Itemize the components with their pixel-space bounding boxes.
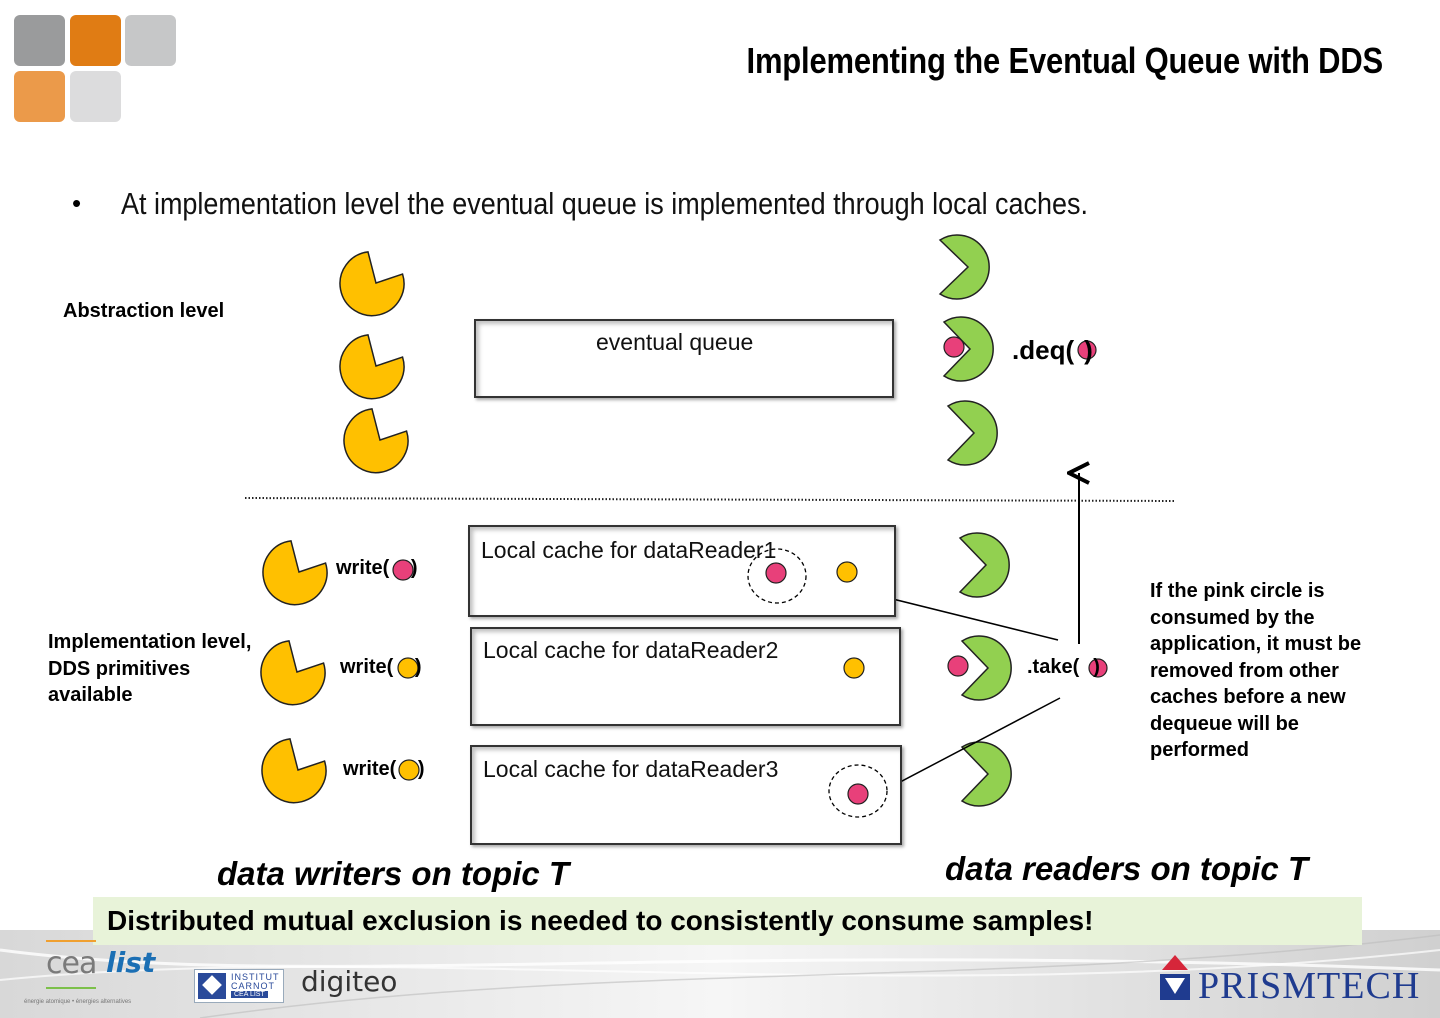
write-1-sample-pink-icon xyxy=(392,559,414,581)
abstraction-level-label: Abstraction level xyxy=(63,300,225,322)
abstract-writer-1-icon xyxy=(339,251,405,317)
institut-carnot-logo: INSTITUT CARNOT CEA LIST xyxy=(194,969,284,1003)
abstract-reader-1-icon xyxy=(938,234,990,300)
conclusion-text: Distributed mutual exclusion is needed t… xyxy=(107,905,1094,936)
write-op-1: write( ) xyxy=(336,557,418,580)
write-op-2-prefix: write( xyxy=(340,656,394,678)
deq-sample-pink-icon xyxy=(1077,340,1097,360)
eventual-queue-box: eventual queue xyxy=(474,319,894,398)
abstract-reader-3-icon xyxy=(946,400,998,466)
reader-1-icon xyxy=(958,532,1010,598)
prismtech-wordmark: PRISMTECH xyxy=(1198,965,1421,1007)
level-separator xyxy=(244,497,1175,502)
take-connector-3 xyxy=(884,697,1061,791)
cea-underline-bottom xyxy=(46,987,96,989)
reader-2-icon xyxy=(960,635,1012,701)
cea-wordmark: cea xyxy=(46,946,97,981)
write-op-1-prefix: write( xyxy=(336,557,390,579)
cache-label-1: Local cache for dataReader1 xyxy=(481,537,777,563)
digiteo-logo: digiteo xyxy=(301,965,398,998)
writer-3-icon xyxy=(261,738,327,804)
writer-2-icon xyxy=(260,640,326,706)
dequeued-sample-pink-icon xyxy=(943,336,965,358)
readers-topic-label: data readers on topic T xyxy=(945,850,1309,887)
writer-1-icon xyxy=(262,540,328,606)
write-op-2-suffix: ) xyxy=(409,656,422,678)
write-op-3-prefix: write( xyxy=(343,758,397,780)
conclusion-banner: Distributed mutual exclusion is needed t… xyxy=(93,897,1362,945)
abstract-writer-2-icon xyxy=(339,334,405,400)
cea-underline-top xyxy=(46,940,96,942)
cache-box-2: Local cache for dataReader2 xyxy=(470,627,901,726)
carnot-line-2: CARNOT xyxy=(231,981,275,991)
carnot-line-3: CEA LIST xyxy=(231,991,268,998)
prismtech-mark-icon xyxy=(1160,955,1190,1000)
write-2-sample-yellow-icon xyxy=(397,657,419,679)
write-op-2: write( ) xyxy=(340,656,422,679)
implementation-level-label: Implementation level, DDS primitives ava… xyxy=(48,631,252,706)
carnot-line-1: INSTITUT xyxy=(231,972,280,982)
cache-box-1: Local cache for dataReader1 xyxy=(468,525,896,617)
logo-square-orange xyxy=(70,15,121,66)
deq-operation: .deq() xyxy=(1012,335,1093,366)
write-op-1-suffix: ) xyxy=(405,557,418,579)
cache-box-3: Local cache for dataReader3 xyxy=(470,745,902,845)
reader-3-icon xyxy=(960,741,1012,807)
logo-square-gray xyxy=(14,15,65,66)
cache-label-3: Local cache for dataReader3 xyxy=(483,756,779,782)
take-operation: .take() xyxy=(1027,656,1100,679)
bullet-marker: • xyxy=(72,188,82,218)
page-title: Implementing the Eventual Queue with DDS xyxy=(746,40,1384,81)
bullet-text: At implementation level the eventual que… xyxy=(121,186,1089,221)
cache-label-2: Local cache for dataReader2 xyxy=(483,637,779,663)
abstract-writer-3-icon xyxy=(343,408,409,474)
deq-prefix: .deq( xyxy=(1012,335,1075,365)
logo-square-light-orange xyxy=(14,71,65,122)
take-prefix: .take( xyxy=(1027,656,1080,678)
consumption-note: If the pink circle is consumed by the ap… xyxy=(1150,580,1362,761)
deq-suffix: ) xyxy=(1084,335,1093,365)
abstract-reader-2-icon xyxy=(942,316,994,382)
logo-square-pale-gray xyxy=(70,71,121,122)
list-wordmark: list xyxy=(106,946,156,979)
write-op-3: write( ) xyxy=(343,758,425,781)
write-op-3-suffix: ) xyxy=(412,758,425,780)
cea-tagline: énergie atomique • énergies alternatives xyxy=(24,999,132,1005)
take-suffix: ) xyxy=(1093,656,1100,678)
logo-square-light-gray xyxy=(125,15,176,66)
writers-topic-label: data writers on topic T xyxy=(217,855,570,892)
eventual-queue-label: eventual queue xyxy=(596,329,754,355)
write-3-sample-yellow-icon xyxy=(398,759,420,781)
